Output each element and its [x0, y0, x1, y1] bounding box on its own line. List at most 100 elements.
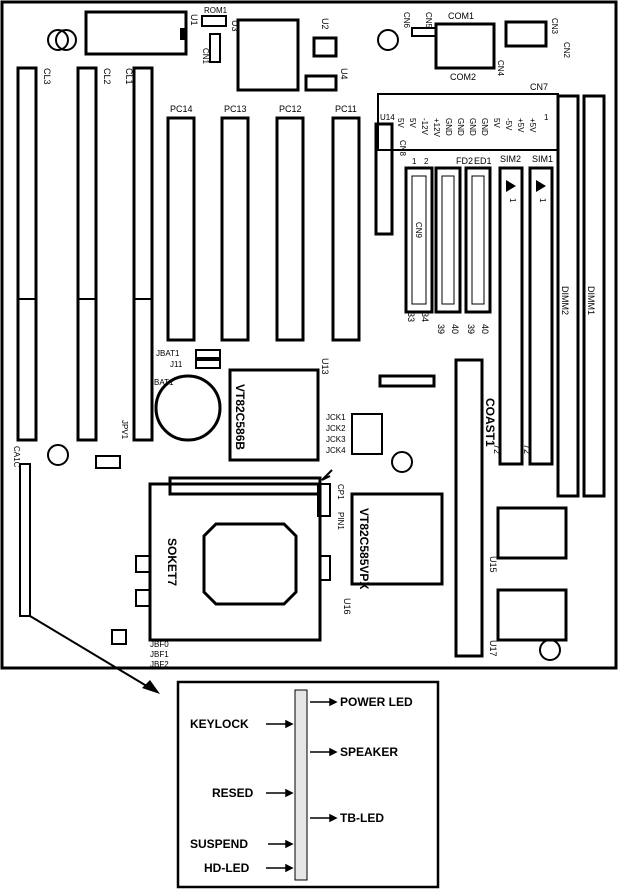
label-j11: J11 [170, 360, 183, 369]
jumper-block [111, 629, 127, 645]
label-cn7-pin1: 1 [544, 113, 549, 122]
socket-lever [168, 476, 322, 496]
label-u14: U14 [380, 113, 395, 122]
pci-slot-pc14 [166, 116, 196, 342]
label-jck3: JCK3 [326, 435, 346, 444]
isa-slot-cl3 [16, 66, 38, 442]
chip-vt82c586b [228, 368, 320, 462]
cn1-jumper [209, 33, 221, 63]
label-cl3: CL3 [42, 68, 52, 85]
label-sim2-pin72: 72 [492, 444, 502, 454]
dimm-socket-dimm1 [582, 94, 606, 498]
jumper-jpv1 [95, 455, 121, 469]
label-sim1-pin72: 72 [522, 444, 532, 454]
power-pin-label: +5V [528, 118, 537, 133]
label-cn5: CN5 [424, 12, 433, 29]
label-jpv1: JPV1 [120, 420, 129, 440]
cpu-die-outline [202, 522, 298, 606]
label-cp1: CP1 [336, 484, 345, 500]
label-jbf0: JBF0 [150, 640, 169, 649]
power-pin-label: 5V [408, 118, 417, 128]
label-cn7: CN7 [530, 82, 548, 92]
label-cn1: CN1 [201, 48, 210, 65]
mounting-hole [47, 444, 69, 466]
chip-u1 [84, 10, 188, 56]
label-sim1: SIM1 [532, 154, 553, 164]
label-coast1: COAST1 [483, 398, 497, 447]
label-pin40a: 40 [450, 324, 460, 334]
power-pin-label: -12V [420, 118, 429, 136]
label-cl1: CL1 [124, 68, 134, 85]
label-u16: U16 [342, 598, 352, 615]
label-sim2-pin1: 1 [508, 198, 517, 203]
cn5-header [411, 27, 437, 37]
pci-slot-pc11 [331, 116, 361, 342]
label-pc14: PC14 [170, 104, 193, 114]
label-pc11: PC11 [335, 104, 357, 114]
power-pin-label: +12V [432, 118, 441, 138]
label-pin1: PIN1 [336, 512, 345, 530]
isa-slot-cl3-divider [18, 298, 36, 300]
label-vt82c585vpx: VT82C585VPX [357, 508, 371, 589]
isa-slot-cl1-divider [134, 298, 152, 300]
power-pin-label: 5V [396, 118, 405, 128]
connector-ed1 [464, 166, 492, 314]
label-soket7: SOKET7 [165, 538, 179, 586]
mounting-hole [391, 451, 413, 473]
label-u2: U2 [320, 18, 330, 30]
label-pin40b: 40 [480, 324, 490, 334]
label-pin34: 34 [420, 312, 430, 322]
power-pin-label: GND [480, 118, 489, 136]
label-u1: U1 [189, 14, 199, 26]
board-outline [0, 0, 618, 670]
label-jck2: JCK2 [326, 424, 346, 433]
chip-u3 [236, 18, 300, 92]
connector-fd2 [434, 166, 462, 314]
chip-vt82c585vpx [350, 492, 444, 586]
chip-u14 [374, 122, 394, 236]
label-vt82c586b: VT82C586B [233, 384, 247, 450]
label-sim1-pin1: 1 [538, 198, 547, 203]
simm-socket-sim2 [498, 166, 524, 466]
label-ca1c: CA1C [12, 446, 21, 468]
mounting-hole [55, 29, 77, 51]
dimm-socket-dimm2 [556, 94, 580, 498]
mounting-hole [47, 29, 69, 51]
jck-jumper-block [351, 413, 383, 455]
power-pin-label: -5V [504, 118, 513, 131]
label-cn2: CN2 [562, 42, 571, 59]
label-cn8: CN8 [398, 140, 407, 157]
power-pin-label: GND [456, 118, 465, 136]
coast-socket [454, 358, 484, 658]
pin1-triangle-icon [506, 180, 516, 192]
small-chip [378, 374, 436, 388]
label-power-led: POWER LED [340, 695, 413, 709]
label-dimm2: DIMM2 [560, 286, 570, 315]
pci-slot-pc13 [220, 116, 250, 342]
label-speaker: SPEAKER [340, 745, 398, 759]
socket-tab [135, 555, 151, 573]
label-u4: U4 [339, 68, 349, 80]
label-com2: COM2 [450, 72, 476, 82]
label-cn6: CN6 [402, 12, 411, 29]
label-suspend: SUSPEND [190, 837, 248, 851]
com-connector [434, 22, 496, 70]
rom1-jumper [201, 15, 227, 27]
pci-slot-pc12 [275, 116, 305, 342]
connector-ca1c [19, 463, 31, 617]
label-cn3: CN3 [550, 18, 559, 35]
jumper-jbat1 [195, 349, 221, 359]
cn3-connector [504, 20, 548, 48]
label-u15: U15 [488, 556, 498, 573]
label-pin33: 33 [406, 312, 416, 322]
jumper-j11 [195, 359, 221, 369]
label-jbat1: JBAT1 [156, 349, 180, 358]
front-panel-inset [176, 680, 440, 889]
label-cn4: CN4 [496, 60, 505, 77]
label-cn8-pin1: 1 [412, 157, 417, 166]
callout-line [29, 615, 151, 689]
power-pin-label: 5V [492, 118, 501, 128]
pin1-triangle-icon [536, 180, 546, 192]
